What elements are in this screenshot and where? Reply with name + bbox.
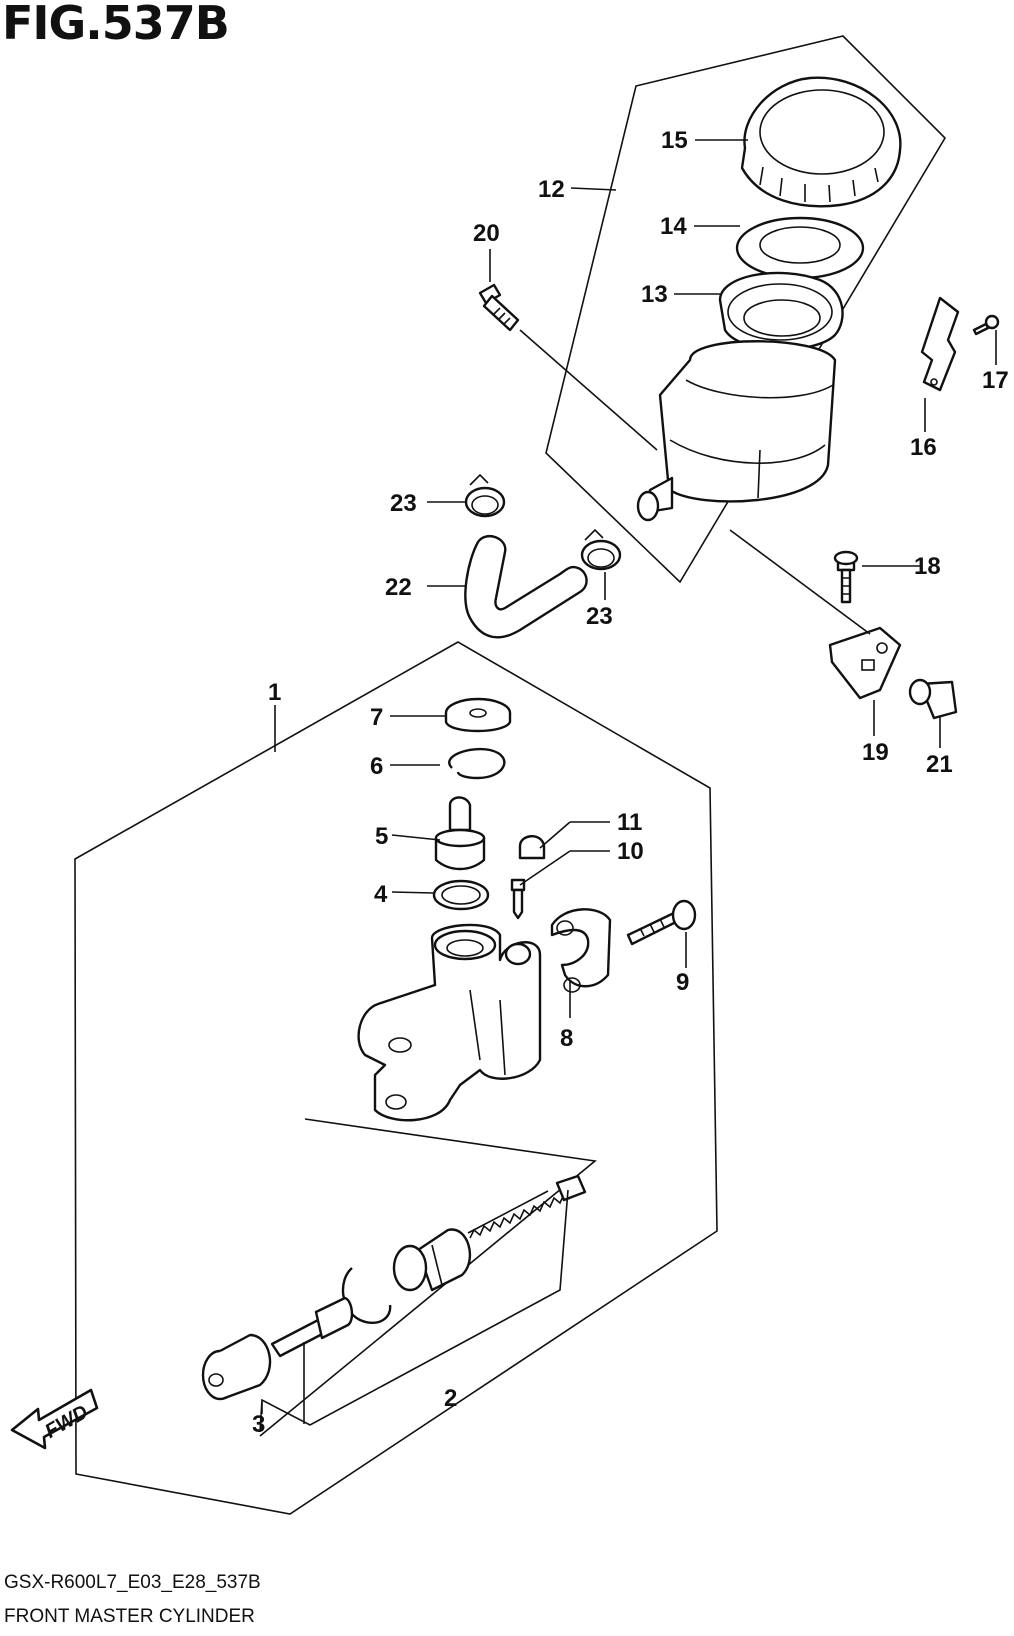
piston-spring xyxy=(467,1174,587,1239)
callout-6: 6 xyxy=(370,753,383,780)
callout-1: 1 xyxy=(268,679,281,706)
callout-9: 9 xyxy=(676,969,689,996)
callout-10: 10 xyxy=(617,838,644,865)
callout-17: 17 xyxy=(982,367,1009,394)
fwd-arrow: FWD xyxy=(10,1388,99,1450)
reservoir-body xyxy=(636,340,837,522)
master-cylinder-assembly-outline xyxy=(74,641,718,1515)
bleeder-cap xyxy=(518,835,546,860)
callout-8: 8 xyxy=(560,1025,573,1052)
bracket-bolt xyxy=(833,550,859,604)
callout-4: 4 xyxy=(374,881,388,908)
callout-15: 15 xyxy=(661,127,688,154)
callout-23-lower: 23 xyxy=(586,603,613,630)
callout-16: 16 xyxy=(910,434,937,461)
piston xyxy=(270,1296,354,1358)
hose-joint xyxy=(434,796,486,871)
piston-circlip xyxy=(341,1267,392,1325)
bolt-20-leader xyxy=(519,329,658,451)
callout-11: 11 xyxy=(617,809,642,836)
piston-kit-outline xyxy=(259,1118,597,1437)
reservoir-hose xyxy=(464,535,588,639)
callout-5: 5 xyxy=(375,823,388,850)
hose-clamp-upper xyxy=(464,473,506,518)
callout-13: 13 xyxy=(641,281,668,308)
bracket-screw xyxy=(972,314,1000,336)
bracket-19-leader xyxy=(729,529,871,635)
hose-clamp-lower xyxy=(580,528,622,571)
callout-3: 3 xyxy=(252,1411,265,1438)
kit-2-bracket xyxy=(259,1189,569,1433)
callout-2: 2 xyxy=(444,1385,457,1412)
leader-lines xyxy=(261,139,997,1414)
callout-20: 20 xyxy=(473,220,500,247)
hose-bracket-clip xyxy=(920,296,960,392)
boot xyxy=(201,1333,272,1401)
circlip xyxy=(448,747,506,780)
callout-14: 14 xyxy=(660,213,687,240)
callout-18: 18 xyxy=(914,553,941,580)
diaphragm xyxy=(718,271,844,351)
bracket-grommet xyxy=(908,678,958,720)
callout-7: 7 xyxy=(370,704,383,731)
bleeder-valve xyxy=(510,878,526,920)
callout-21: 21 xyxy=(926,751,953,778)
o-ring xyxy=(432,879,490,911)
master-cylinder-body xyxy=(357,923,542,1122)
master-cylinder-holder xyxy=(550,908,612,993)
callout-19: 19 xyxy=(862,739,889,766)
reservoir-cap xyxy=(740,76,902,208)
reservoir-bolt xyxy=(478,283,520,332)
diagram-code: GSX-R600L7_E03_E28_537B xyxy=(4,1572,261,1593)
diaphragm-plate xyxy=(735,216,865,280)
reservoir-bracket xyxy=(828,626,902,700)
diagram-name: FRONT MASTER CYLINDER xyxy=(4,1606,255,1627)
callout-12: 12 xyxy=(538,176,565,203)
primary-cup xyxy=(392,1228,472,1292)
dust-cap xyxy=(444,697,512,733)
holder-bolt xyxy=(626,899,697,946)
figure-title: FIG.537B xyxy=(2,0,230,50)
callout-22: 22 xyxy=(385,574,412,601)
callout-23-upper: 23 xyxy=(390,490,417,517)
